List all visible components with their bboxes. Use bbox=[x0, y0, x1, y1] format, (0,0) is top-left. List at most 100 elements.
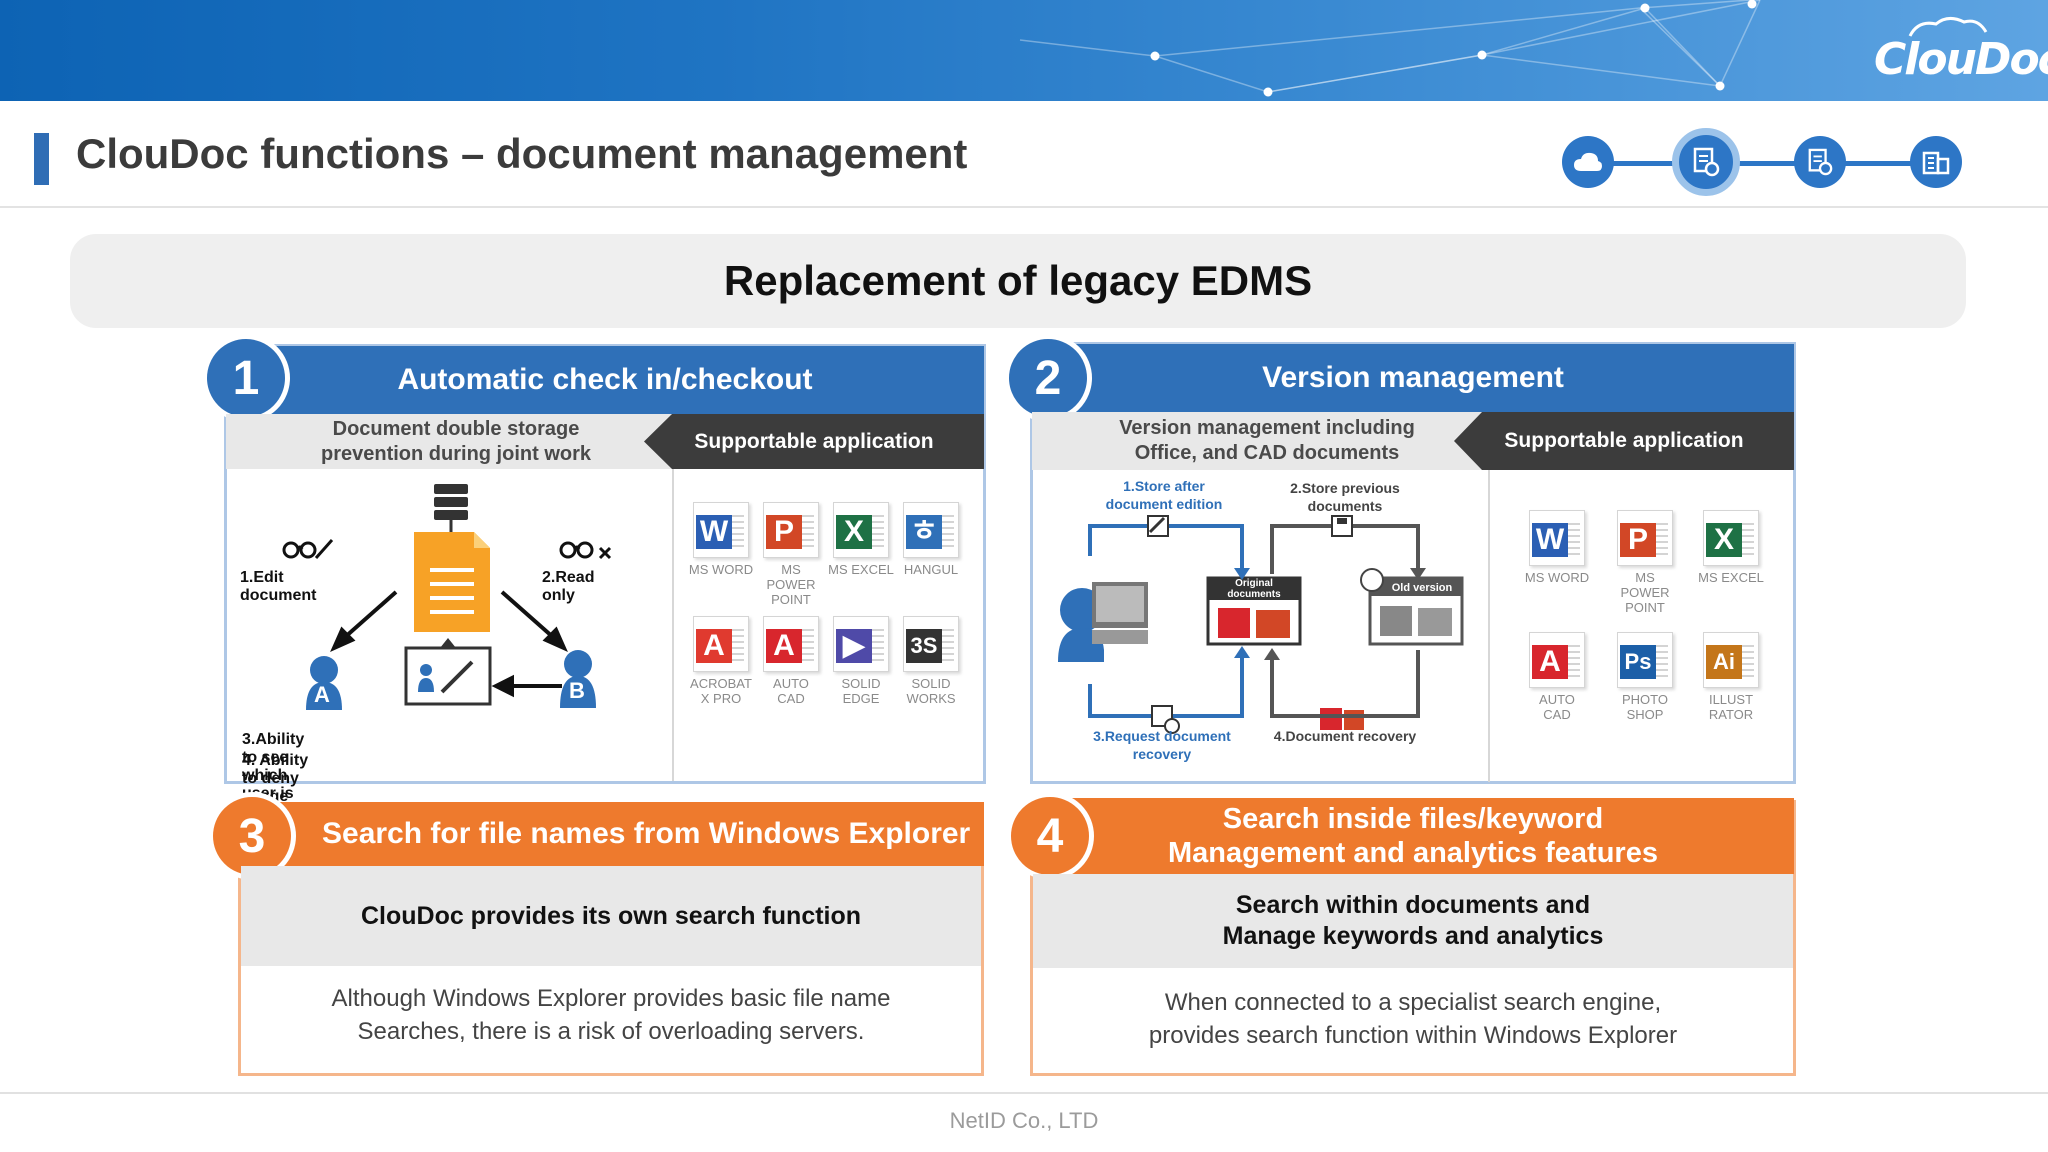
app-icon-ms-word: W MS WORD bbox=[688, 502, 754, 577]
app-label-line: CAD bbox=[1543, 707, 1571, 722]
step-document-active[interactable] bbox=[1672, 128, 1740, 196]
app-logo-letter: Ps bbox=[1620, 645, 1656, 679]
user-a-avatar bbox=[306, 656, 342, 710]
label-line: documents bbox=[1227, 589, 1281, 600]
subtitle-line: Manage keywords and analytics bbox=[1222, 922, 1604, 950]
old-version-icon bbox=[1360, 568, 1464, 646]
card-number: 3 bbox=[208, 792, 296, 880]
card-header: Automatic check in/checkout bbox=[226, 346, 984, 414]
step4-label: 4.Document recovery bbox=[1273, 728, 1417, 744]
app-label: MS EXCEL bbox=[828, 562, 894, 577]
app-logo-lines bbox=[1654, 523, 1668, 555]
read-only-label: 2.Read only bbox=[542, 569, 595, 604]
page-title: ClouDoc functions – document management bbox=[76, 130, 968, 177]
card-title: Automatic check in/checkout bbox=[397, 363, 813, 396]
disk-icon bbox=[1331, 515, 1353, 537]
top-banner: ClouDoc bbox=[0, 0, 2048, 101]
app-logo-icon: 3S bbox=[903, 616, 959, 672]
arrows bbox=[330, 590, 568, 698]
app-label: MS WORD bbox=[1524, 570, 1590, 585]
app-logo-lines bbox=[870, 629, 884, 661]
card-subtitle: Search within documents and Manage keywo… bbox=[1033, 874, 1793, 968]
app-logo-lines bbox=[1566, 645, 1580, 677]
body-line: Although Windows Explorer provides basic… bbox=[331, 985, 891, 1012]
app-logo-icon: W bbox=[693, 502, 749, 558]
step-line: 2.Store previous bbox=[1290, 480, 1400, 496]
app-label-line: MS EXCEL bbox=[828, 562, 894, 577]
card-subtitle: Version management including Office, and… bbox=[1032, 412, 1502, 470]
user-b-avatar bbox=[560, 650, 596, 708]
app-logo-icon: A bbox=[693, 616, 749, 672]
card-header: Search for file names from Windows Explo… bbox=[230, 802, 984, 866]
app-logo-icon: P bbox=[1617, 510, 1673, 566]
card-title: Search for file names from Windows Explo… bbox=[322, 817, 971, 850]
subtitle-line: Document double storage bbox=[332, 417, 580, 440]
app-label-line: POINT bbox=[1625, 600, 1665, 615]
app-logo-icon: Ai bbox=[1703, 632, 1759, 688]
subtitle-line: prevention during joint work bbox=[321, 442, 591, 465]
app-label: HANGUL bbox=[898, 562, 964, 577]
original-documents-label: Original documents bbox=[1208, 578, 1300, 600]
edit-document-label: 1.Edit document bbox=[240, 569, 317, 604]
app-logo-letter: X bbox=[836, 515, 872, 549]
app-label-line: HANGUL bbox=[903, 562, 959, 577]
supportable-tab: Supportable application bbox=[644, 414, 984, 469]
original-documents-icon bbox=[1206, 576, 1302, 646]
app-logo-letter: W bbox=[696, 515, 732, 549]
title-accent-bar bbox=[34, 133, 49, 185]
app-logo-lines bbox=[940, 629, 954, 661]
monitor-icon bbox=[404, 638, 492, 706]
logo-cloud-shape bbox=[1908, 17, 1988, 37]
subtitle-line: Version management including bbox=[1119, 417, 1415, 439]
card-number: 2 bbox=[1004, 334, 1092, 422]
app-label-line: EDGE bbox=[842, 691, 880, 706]
app-logo-lines bbox=[800, 515, 814, 547]
app-logo-icon: W bbox=[1529, 510, 1585, 566]
app-logo-lines bbox=[1740, 645, 1754, 677]
card-number: 1 bbox=[202, 334, 290, 422]
document-icon bbox=[414, 532, 490, 632]
step-cloud[interactable] bbox=[1562, 136, 1614, 188]
app-logo-letter: A bbox=[766, 629, 802, 663]
building-icon bbox=[1922, 151, 1950, 175]
app-logo-lines bbox=[730, 515, 744, 547]
app-icon-ms-excel: X MS EXCEL bbox=[828, 502, 894, 577]
app-logo-icon: P bbox=[763, 502, 819, 558]
app-label-line: ACROBAT bbox=[690, 676, 752, 691]
app-label-line: MS WORD bbox=[1524, 570, 1590, 585]
title-divider bbox=[0, 206, 2048, 208]
card-subtitle: Document double storage prevention durin… bbox=[226, 414, 686, 469]
body-line: provides search function within Windows … bbox=[1148, 1022, 1678, 1049]
app-label-line: MS POWER bbox=[766, 562, 816, 592]
app-logo-icon: Ps bbox=[1617, 632, 1673, 688]
network-pattern bbox=[1019, 0, 1761, 97]
step-document[interactable] bbox=[1794, 136, 1846, 188]
old-version-label: Old version bbox=[1391, 582, 1453, 594]
card-divider bbox=[1488, 470, 1490, 782]
app-label-line: SHOP bbox=[1626, 707, 1664, 722]
footer-divider bbox=[0, 1092, 2048, 1094]
app-label: MS WORD bbox=[688, 562, 754, 577]
app-label-line: MS WORD bbox=[688, 562, 754, 577]
step-line: documents bbox=[1307, 498, 1383, 514]
glasses-no-edit-icon bbox=[559, 541, 612, 560]
app-logo-lines bbox=[1654, 645, 1668, 677]
step3-label: 3.Request document recovery bbox=[1082, 727, 1242, 763]
app-icon-ms-word: W MS WORD bbox=[1524, 510, 1590, 585]
title-line: Search inside files/keyword bbox=[1222, 803, 1604, 835]
step-building[interactable] bbox=[1910, 136, 1962, 188]
card-title: Version management bbox=[1262, 361, 1564, 394]
label-line: Original bbox=[1235, 578, 1273, 589]
